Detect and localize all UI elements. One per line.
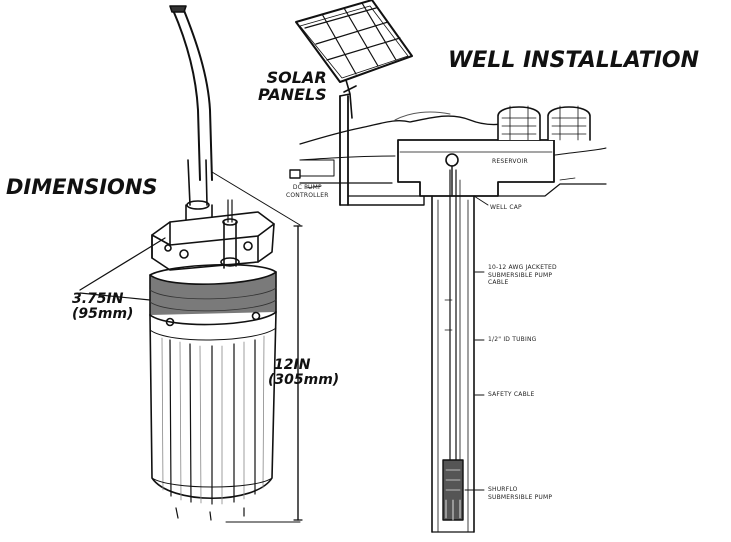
- drop-pipe: [444, 169, 461, 461]
- solar-pole: [339, 95, 349, 206]
- height-label: 12IN (305mm): [268, 358, 339, 387]
- diameter-leader-bottom: [79, 292, 151, 301]
- water-tank-left: [497, 105, 541, 141]
- diameter-leader-top: [79, 237, 166, 291]
- cable-label: 10-12 AWG JACKETED SUBMERSIBLE PUMP CABL…: [488, 264, 557, 287]
- diameter-mm: (95mm): [72, 305, 134, 322]
- reservoir-label: RESERVOIR: [492, 158, 528, 165]
- pump-cable: [169, 5, 217, 245]
- well-casing: [431, 195, 475, 533]
- safety-cable-label: SAFETY CABLE: [488, 391, 535, 398]
- submersible-pump-label: SHURFLO SUBMERSIBLE PUMP: [488, 486, 552, 501]
- controller-box: [289, 159, 335, 179]
- reservoir-pad: [397, 139, 555, 197]
- diameter-label: 3.75IN (95mm): [72, 292, 133, 321]
- cable-label-line1: 10-12 AWG JACKETED: [488, 264, 557, 271]
- well-head: [445, 153, 459, 197]
- controller-label-line1: DC PUMP: [292, 184, 322, 191]
- well-cap-label: WELL CAP: [490, 204, 522, 211]
- background-hills: [299, 111, 607, 161]
- submersible-pump-label-line2: SUBMERSIBLE PUMP: [488, 493, 553, 501]
- well-installation-title: WELL INSTALLATION: [448, 48, 700, 73]
- height-mm: (305mm): [268, 371, 340, 388]
- submersible-pump: [442, 459, 464, 521]
- solar-panels-label: SOLAR PANELS: [258, 68, 327, 104]
- dimension-lines: [79, 171, 303, 523]
- solar-panels-label-line2: PANELS: [258, 84, 327, 104]
- dimensions-title: DIMENSIONS: [6, 175, 158, 199]
- controller-label: DC PUMP CONTROLLER: [286, 184, 329, 199]
- ground-line: [299, 177, 607, 206]
- tubing-label: 1/2" ID TUBING: [488, 336, 537, 343]
- submersible-pump-label-line1: SHURFLO: [488, 486, 518, 493]
- pump-top-cap: [151, 199, 275, 271]
- cable-label-line3: CABLE: [488, 279, 509, 286]
- controller-label-line2: CONTROLLER: [286, 191, 329, 199]
- pump-illustration: [79, 5, 303, 523]
- cable-label-line2: SUBMERSIBLE PUMP: [488, 271, 553, 279]
- solar-panels-label-line1: SOLAR: [266, 68, 327, 87]
- diameter-inches: 3.75IN: [72, 291, 124, 307]
- pump-body: [149, 311, 277, 521]
- height-inches: 12IN: [274, 357, 311, 373]
- water-tank-right: [547, 105, 591, 141]
- well-illustration: [289, 0, 607, 533]
- solar-panel: [295, 0, 413, 119]
- callout-leaders: [464, 195, 489, 491]
